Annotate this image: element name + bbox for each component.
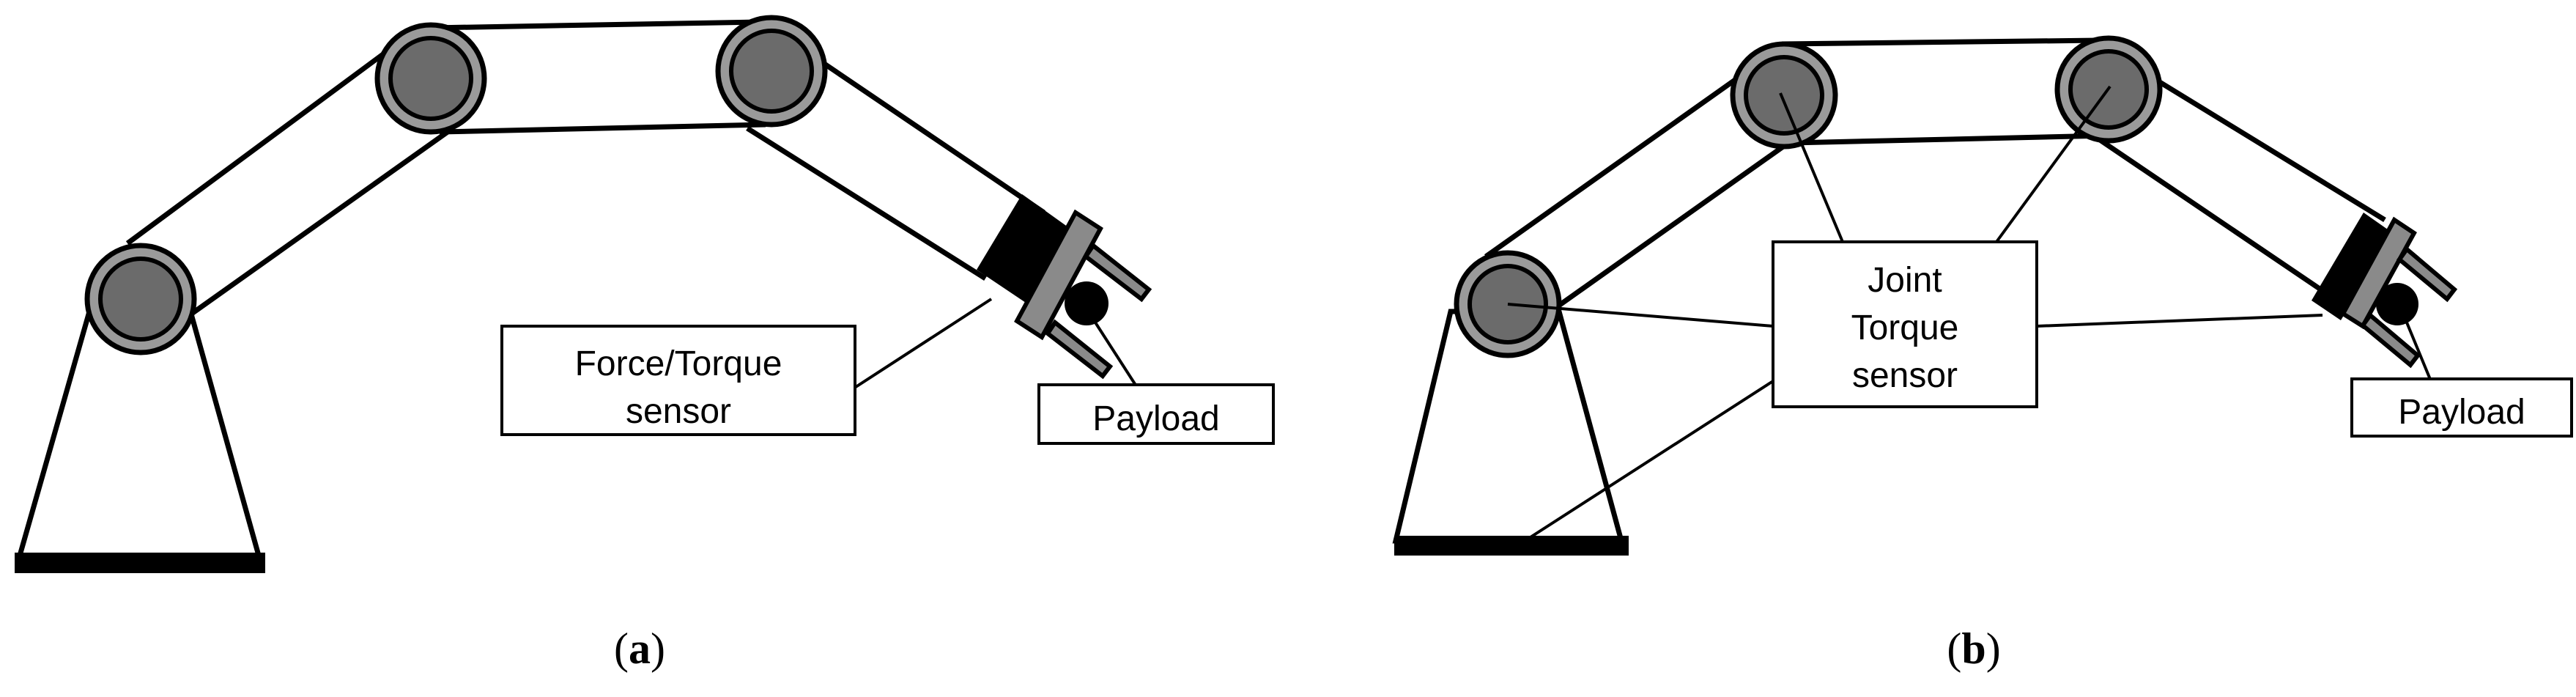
robot-base-b bbox=[1392, 309, 1629, 556]
joint-b-1 bbox=[1454, 250, 1562, 358]
payload-label-b: Payload bbox=[2350, 377, 2573, 438]
panel-b: Joint Torque sensor Payload (b) bbox=[1392, 35, 2573, 673]
payload-ball-b bbox=[2376, 283, 2418, 325]
caption-b: (b) bbox=[1947, 624, 2000, 673]
leaders-joint-sensor bbox=[1507, 85, 2323, 544]
leader-payload-a bbox=[1094, 321, 1139, 390]
joint-sensor-label: Joint Torque sensor bbox=[1772, 240, 2038, 408]
gripper-b bbox=[2359, 246, 2458, 369]
panel-a: Force/Torque sensor Payload (a) bbox=[15, 15, 1275, 673]
robot-base-a bbox=[15, 309, 265, 573]
payload-label-a: Payload bbox=[1037, 383, 1275, 445]
payload-ball-a bbox=[1065, 281, 1109, 325]
payload-label-b-text: Payload bbox=[2398, 393, 2525, 432]
joint-sensor-label-line2: Torque bbox=[1851, 309, 1959, 347]
joint-a-2 bbox=[374, 22, 487, 135]
force-sensor-label-line1: Force/Torque bbox=[575, 344, 782, 383]
robot-links-b bbox=[1484, 37, 2386, 325]
force-sensor-label-line2: sensor bbox=[626, 392, 731, 431]
force-torque-sensor-block bbox=[977, 194, 1073, 304]
leader-payload-b bbox=[2405, 322, 2432, 382]
payload-label-a-text: Payload bbox=[1092, 399, 1219, 438]
wrist-block-b bbox=[2312, 213, 2393, 320]
force-sensor-label: Force/Torque sensor bbox=[500, 325, 856, 436]
tool-flange-a bbox=[1014, 209, 1103, 341]
joint-b-2 bbox=[1730, 41, 1838, 150]
gripper-a bbox=[1044, 242, 1152, 380]
robot-links-a bbox=[125, 19, 1045, 319]
joint-sensor-label-line3: sensor bbox=[1852, 356, 1958, 395]
joint-a-3 bbox=[715, 15, 828, 128]
caption-a: (a) bbox=[614, 624, 665, 673]
joint-a-1 bbox=[84, 243, 197, 355]
leader-force-sensor bbox=[854, 298, 993, 388]
joint-sensor-label-line1: Joint bbox=[1868, 261, 1942, 300]
